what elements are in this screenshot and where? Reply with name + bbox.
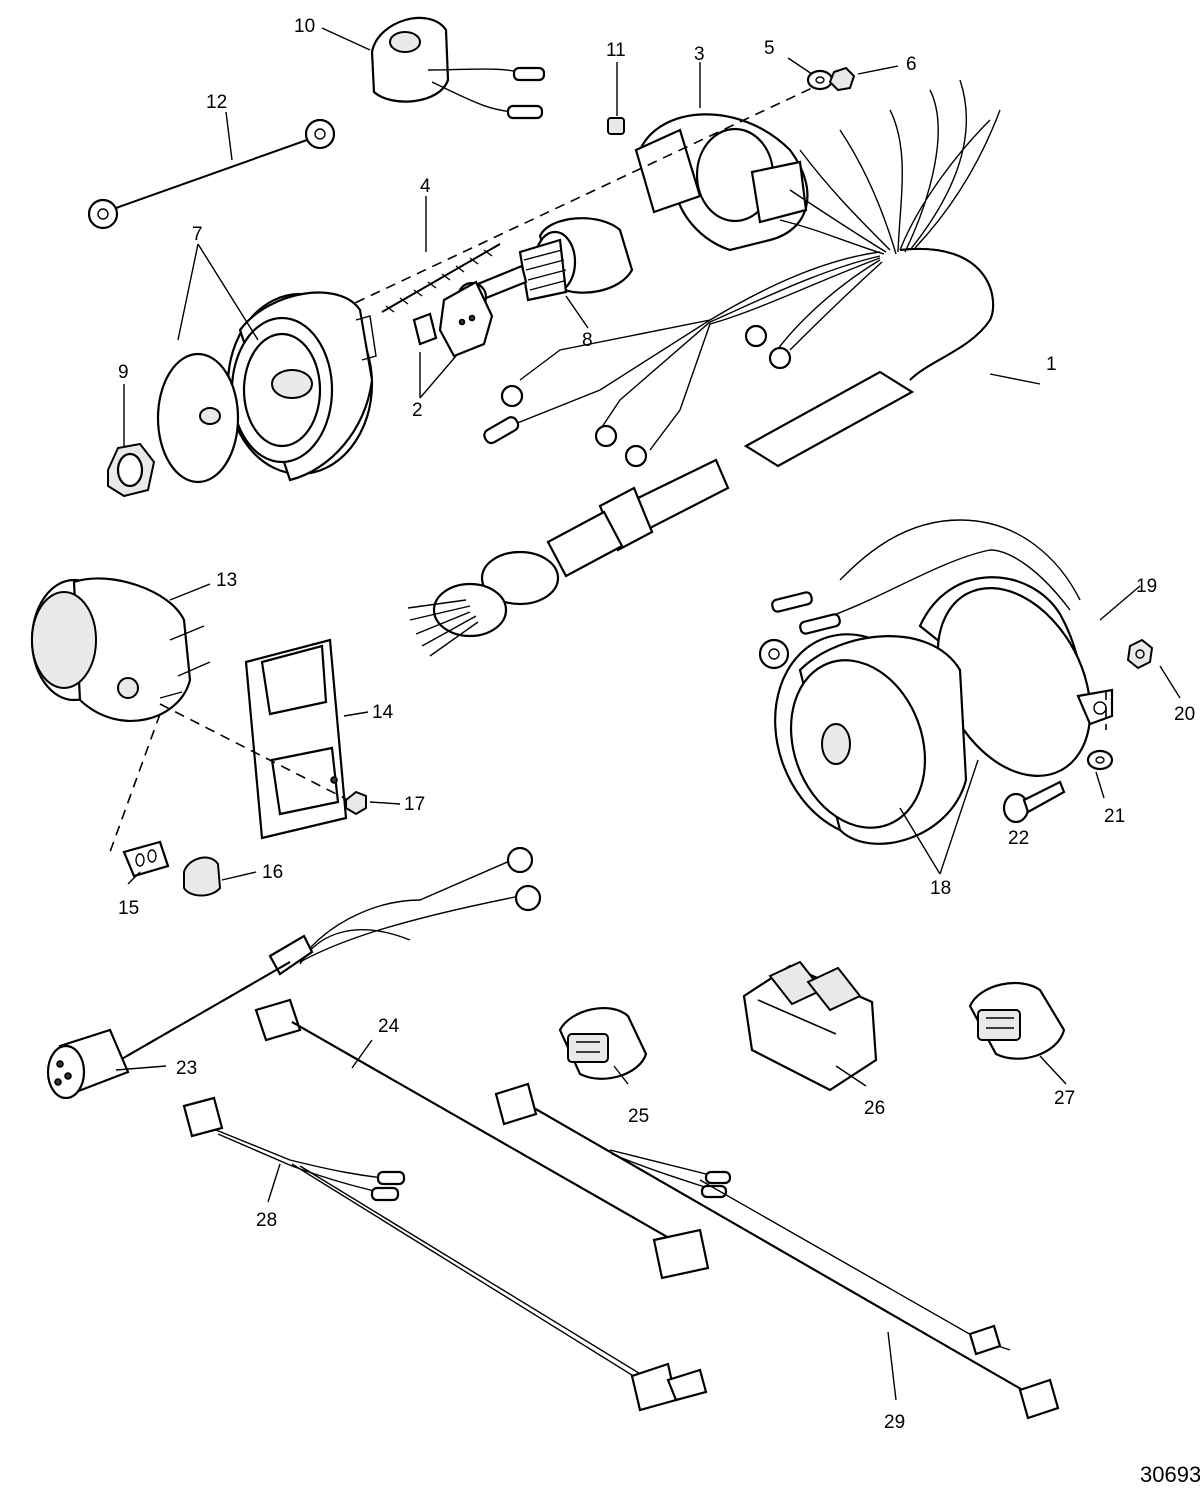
part-14-bracket bbox=[244, 638, 348, 840]
callout-8: 8 bbox=[582, 330, 593, 351]
part-2-plate bbox=[438, 280, 494, 358]
callout-3: 3 bbox=[694, 44, 705, 65]
assembly-line-13-14 bbox=[159, 703, 349, 801]
part-17-nut bbox=[345, 790, 367, 816]
part-16-cap bbox=[183, 856, 222, 897]
part-6-nut bbox=[828, 66, 856, 92]
callout-1: 1 bbox=[1046, 354, 1057, 375]
part-11-nut bbox=[607, 117, 625, 135]
assembly-line-13-15 bbox=[109, 713, 161, 853]
callout-25: 25 bbox=[628, 1106, 649, 1127]
callout-6: 6 bbox=[906, 54, 917, 75]
part-15-socket bbox=[122, 840, 170, 878]
callout-29: 29 bbox=[884, 1412, 905, 1433]
callout-20: 20 bbox=[1174, 704, 1195, 725]
part-1-harness bbox=[407, 79, 1001, 657]
callout-7: 7 bbox=[192, 224, 203, 245]
callout-2: 2 bbox=[412, 400, 423, 421]
leader-lines bbox=[115, 27, 1181, 1401]
part-7-bezel bbox=[226, 291, 377, 482]
part-18-housing bbox=[774, 633, 968, 845]
part-18-mount-bracket bbox=[918, 576, 1114, 777]
part-19-harness-leads bbox=[758, 519, 1081, 670]
part-4-spring bbox=[381, 243, 501, 313]
callout-27: 27 bbox=[1054, 1088, 1075, 1109]
part-20-nut bbox=[1126, 638, 1154, 670]
part-10-switch bbox=[370, 16, 546, 120]
part-22-screw bbox=[1002, 780, 1066, 824]
part-29-harness bbox=[494, 1082, 1060, 1420]
callout-28: 28 bbox=[256, 1210, 277, 1231]
callout-18: 18 bbox=[930, 878, 951, 899]
part-12-ground-strap bbox=[87, 118, 336, 230]
callout-5: 5 bbox=[764, 38, 775, 59]
callout-23: 23 bbox=[176, 1058, 197, 1079]
callout-11: 11 bbox=[606, 40, 626, 61]
callout-24: 24 bbox=[378, 1016, 400, 1037]
callout-10: 10 bbox=[294, 16, 315, 37]
callout-12: 12 bbox=[206, 92, 227, 113]
callout-13: 13 bbox=[216, 570, 237, 591]
part-7-label-plate bbox=[156, 352, 240, 484]
part-9-nut bbox=[107, 442, 156, 498]
callout-4: 4 bbox=[420, 176, 431, 197]
figure-id: 30693 bbox=[1140, 1462, 1200, 1487]
callout-26: 26 bbox=[864, 1098, 885, 1119]
callout-14: 14 bbox=[372, 702, 394, 723]
callout-17: 17 bbox=[404, 794, 425, 815]
callout-9: 9 bbox=[118, 362, 129, 383]
callout-15: 15 bbox=[118, 898, 139, 919]
callout-21: 21 bbox=[1104, 806, 1125, 827]
callout-22: 22 bbox=[1008, 828, 1029, 849]
part-27-connector bbox=[968, 982, 1066, 1060]
part-26-junction bbox=[742, 960, 878, 1092]
part-13-gauge bbox=[30, 577, 211, 723]
part-28-harness bbox=[182, 1096, 708, 1412]
part-3-bracket bbox=[634, 113, 809, 252]
part-2-clip bbox=[412, 312, 438, 346]
callout-16: 16 bbox=[262, 862, 283, 883]
part-21-washer bbox=[1086, 749, 1114, 771]
part-25-connector bbox=[558, 1007, 648, 1080]
part-23-harness bbox=[46, 846, 542, 1100]
callout-19: 19 bbox=[1136, 576, 1157, 597]
callout-labels: 1 2 3 4 5 6 7 8 9 10 11 12 13 14 15 16 1… bbox=[118, 16, 1195, 1433]
assembly-line-7-3 bbox=[339, 87, 813, 311]
